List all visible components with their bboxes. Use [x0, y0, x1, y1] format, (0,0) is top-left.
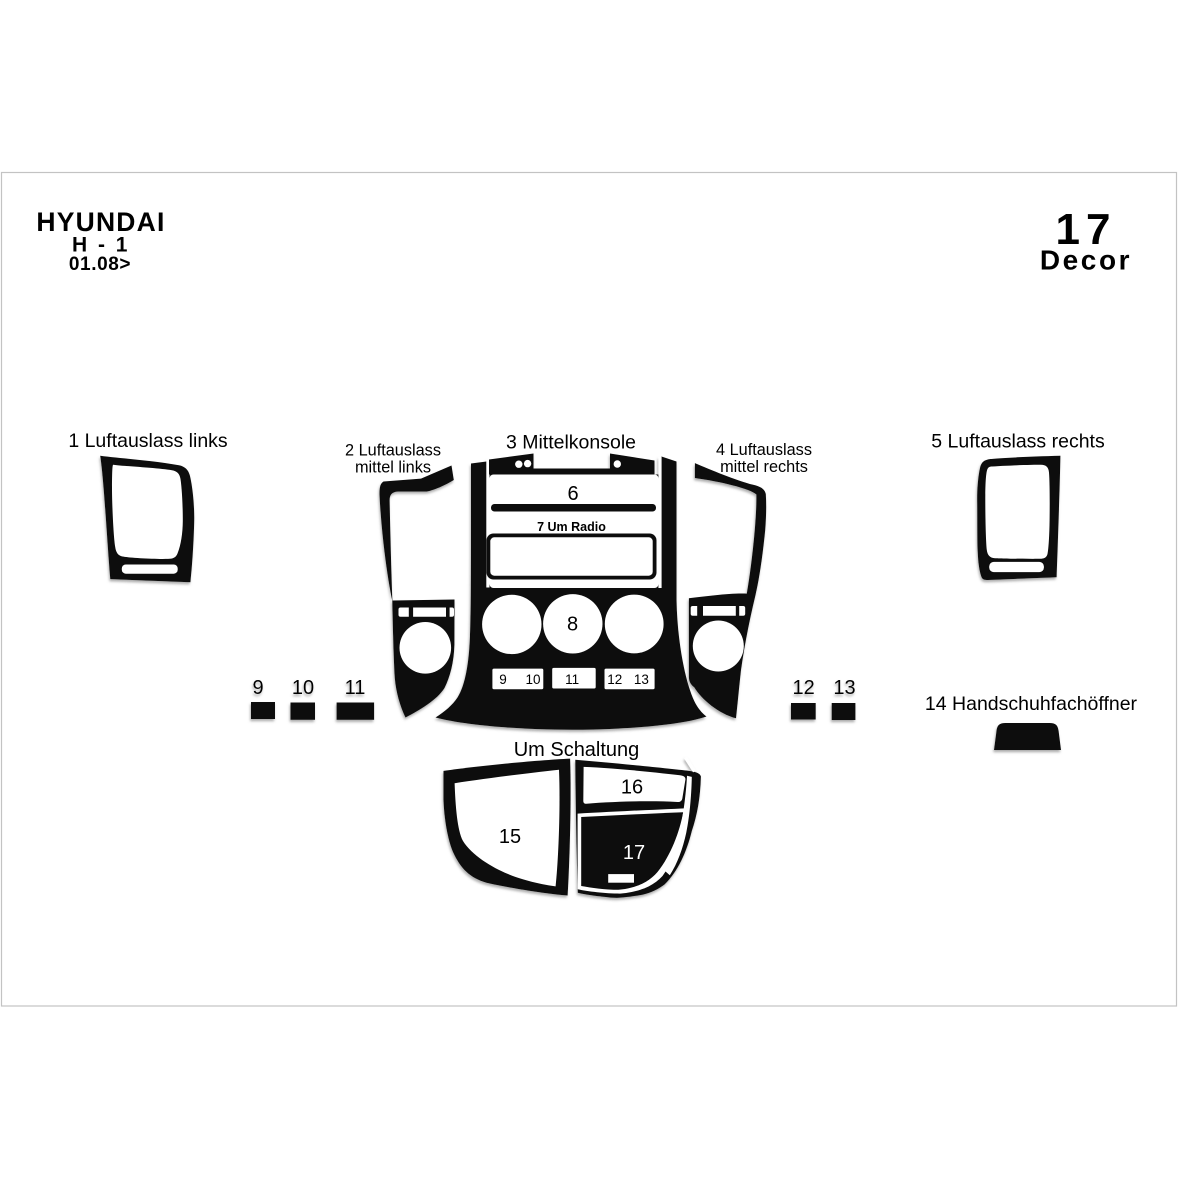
- svg-text:mittel links: mittel links: [355, 459, 431, 477]
- svg-text:01.08>: 01.08>: [69, 254, 131, 275]
- svg-text:1 Luftauslass links: 1 Luftauslass links: [68, 430, 228, 452]
- svg-text:9: 9: [499, 672, 507, 687]
- svg-text:10: 10: [292, 677, 314, 699]
- svg-text:14 Handschuhfachöffner: 14 Handschuhfachöffner: [925, 693, 1138, 715]
- svg-text:Um Schaltung: Um Schaltung: [514, 739, 640, 761]
- svg-text:8: 8: [567, 614, 578, 636]
- svg-text:H - 1: H - 1: [72, 234, 130, 257]
- svg-text:HYUNDAI: HYUNDAI: [36, 207, 165, 237]
- svg-text:11: 11: [345, 677, 366, 699]
- svg-text:17: 17: [1056, 205, 1117, 254]
- svg-text:10: 10: [525, 672, 540, 687]
- svg-text:mittel rechts: mittel rechts: [720, 458, 808, 476]
- svg-text:6: 6: [567, 483, 578, 505]
- svg-text:15: 15: [499, 826, 521, 848]
- svg-text:2 Luftauslass: 2 Luftauslass: [345, 442, 441, 460]
- svg-text:3 Mittelkonsole: 3 Mittelkonsole: [506, 432, 636, 454]
- svg-text:12: 12: [792, 677, 814, 699]
- svg-text:13: 13: [634, 672, 649, 687]
- svg-text:9: 9: [252, 677, 263, 699]
- svg-text:11: 11: [565, 672, 579, 687]
- svg-text:13: 13: [833, 677, 855, 699]
- svg-text:7 Um Radio: 7 Um Radio: [537, 520, 606, 534]
- svg-text:12: 12: [607, 672, 622, 687]
- svg-text:17: 17: [623, 842, 645, 864]
- svg-text:Decor: Decor: [1040, 245, 1132, 276]
- svg-text:4 Luftauslass: 4 Luftauslass: [716, 441, 812, 459]
- svg-text:16: 16: [621, 777, 643, 799]
- svg-text:5 Luftauslass rechts: 5 Luftauslass rechts: [931, 431, 1105, 453]
